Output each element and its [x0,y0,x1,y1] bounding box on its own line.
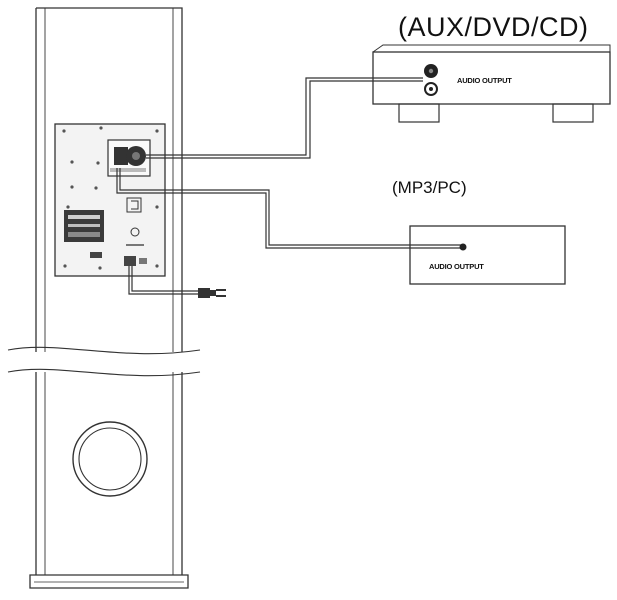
mp3-device [409,225,566,285]
break-line-bottom [7,368,201,377]
aux-device-title: (AUX/DVD/CD) [398,12,589,42]
tower-base [29,574,189,589]
power-plug-icon [198,288,226,298]
aux-audio-output-label: AUDIO OUTPUT [457,76,512,85]
mp3-device-title: (MP3/PC) [392,178,467,197]
break-line-top [7,346,201,355]
cable [116,77,463,295]
rca-jack-icon [459,243,467,251]
speaker-tower [7,7,201,589]
switch-icon [126,197,142,213]
aux-device [372,44,611,123]
tower-top-outline [36,7,183,352]
aux-device-foot-left [398,103,440,123]
mp3-audio-output-label: AUDIO OUTPUT [429,262,484,271]
input-jack-left [114,147,128,165]
subwoofer-port-icon [72,421,148,497]
rear-panel [54,123,166,277]
aux-device-foot-right [552,103,594,123]
knob-icon [130,227,140,237]
power-socket-icon [124,256,136,266]
